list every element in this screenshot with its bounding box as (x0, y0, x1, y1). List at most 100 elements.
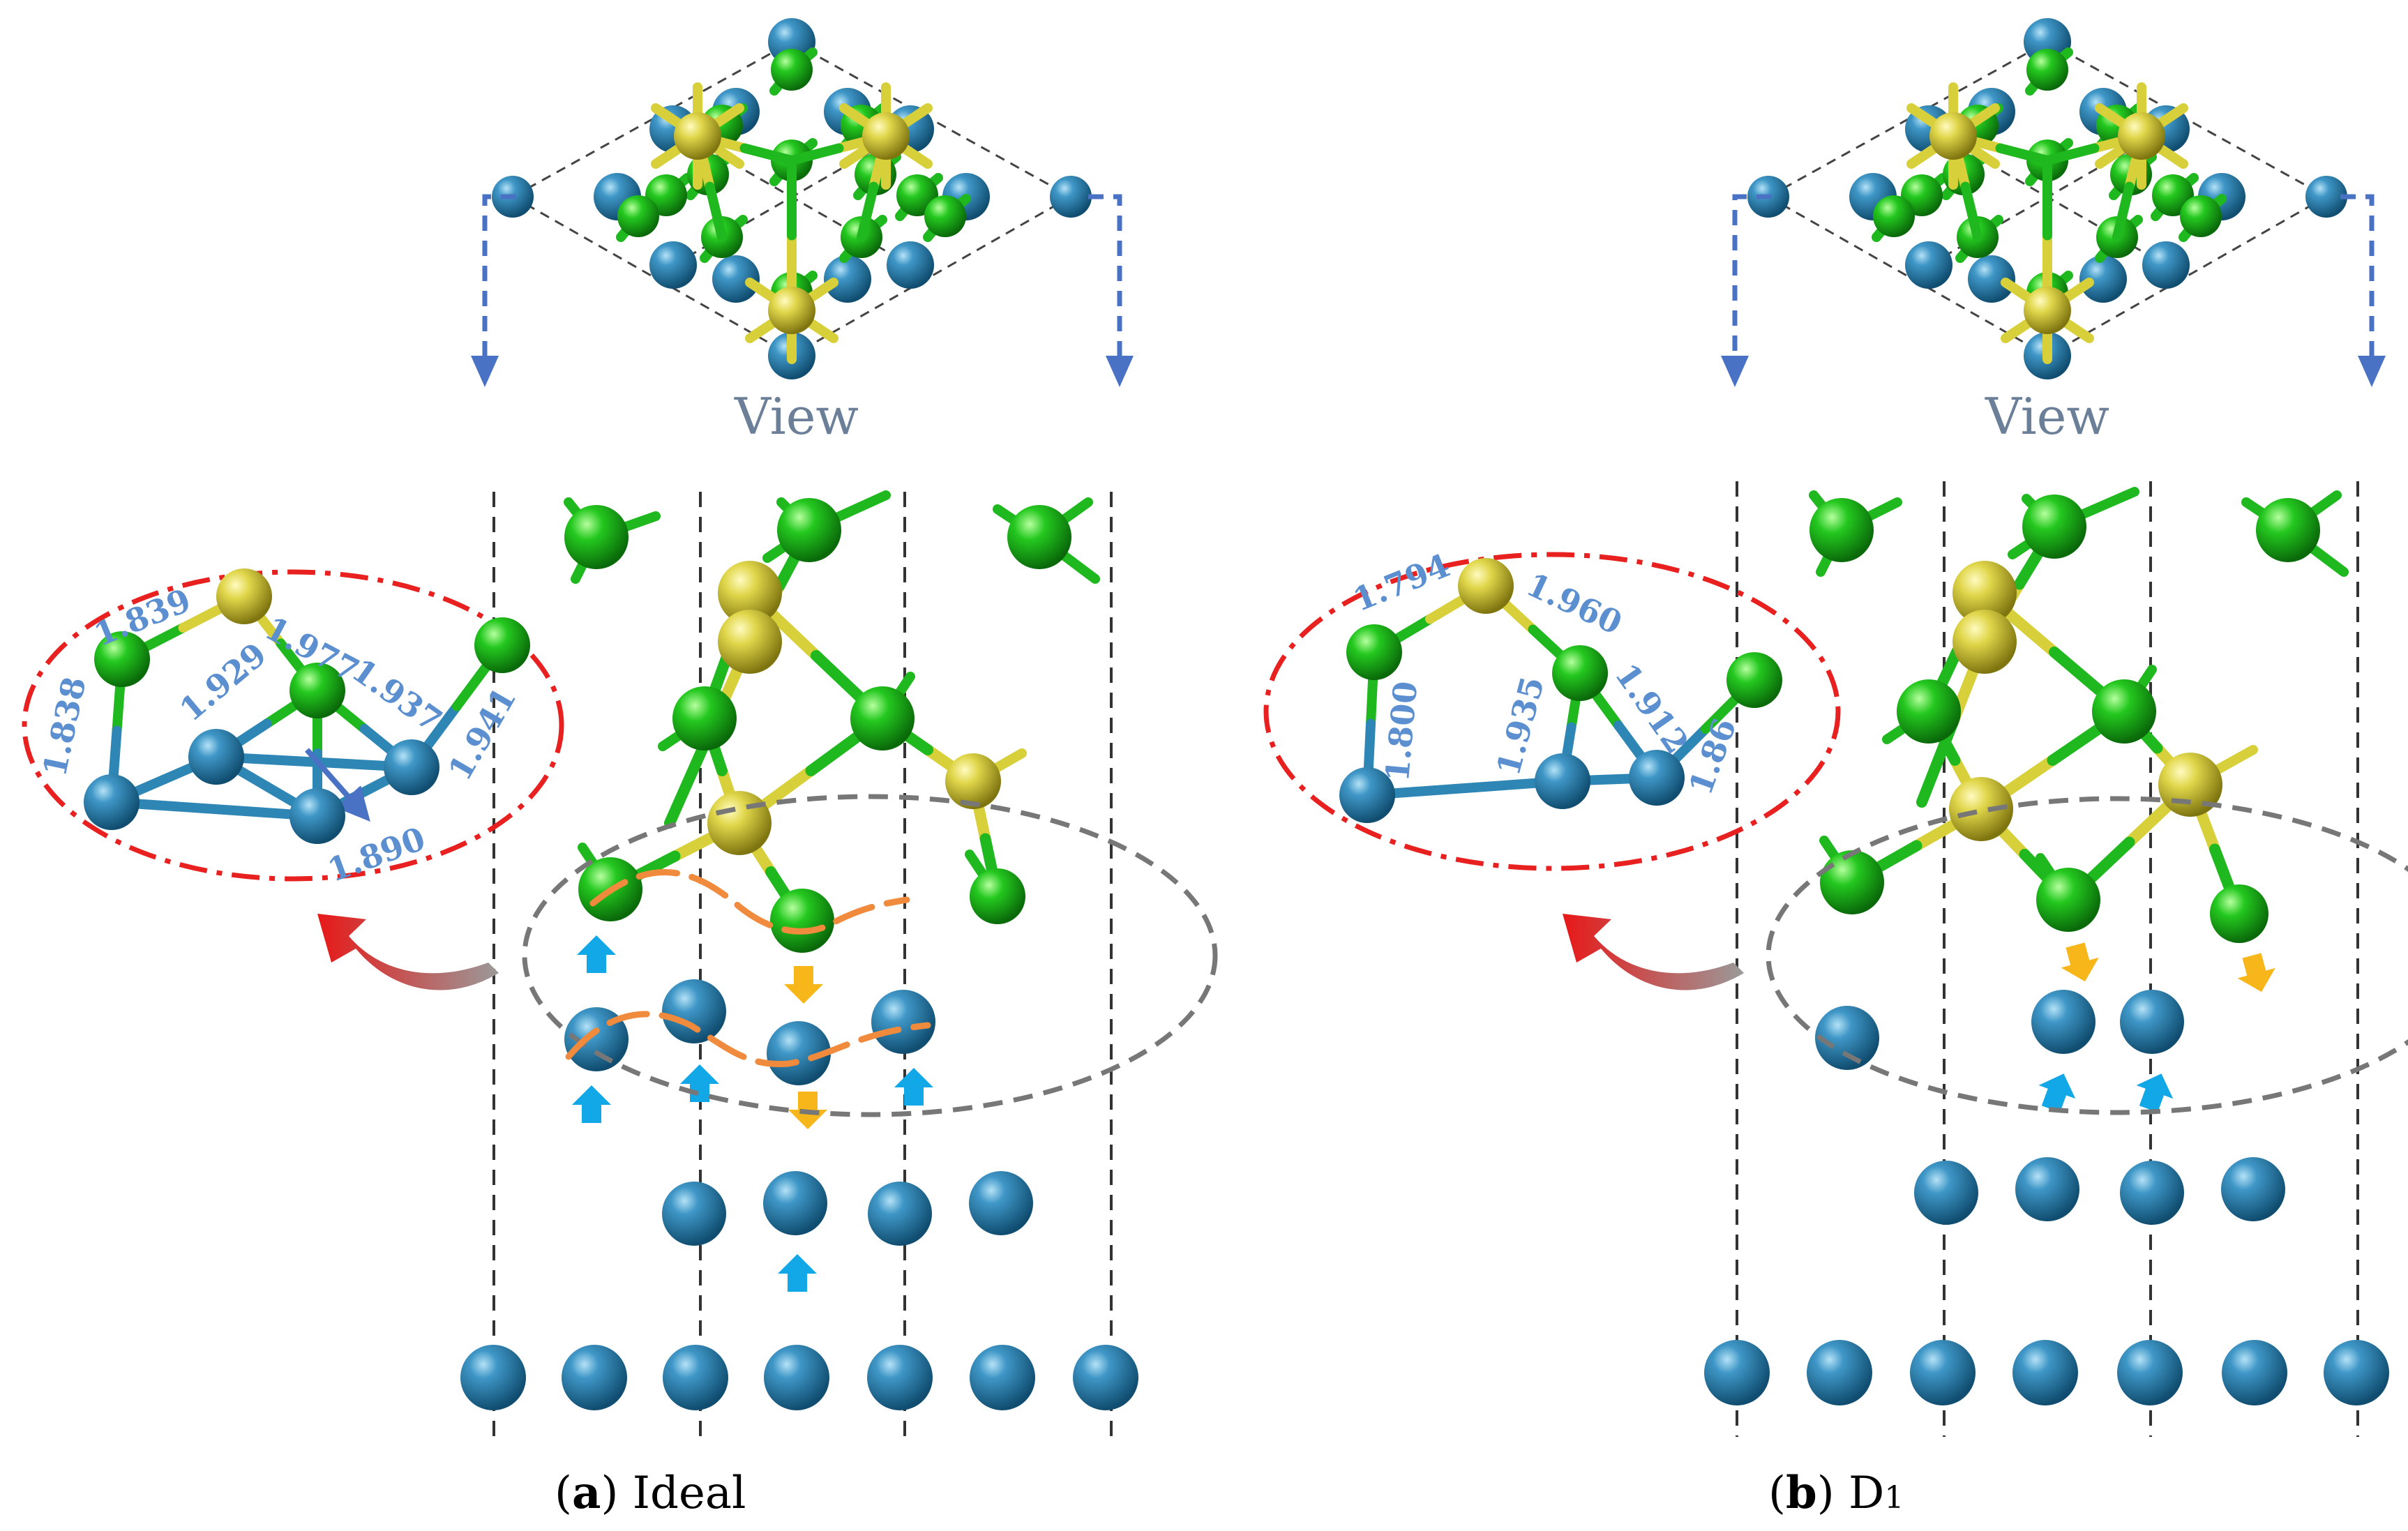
bond (2308, 490, 2342, 518)
yellow-atom (674, 112, 721, 160)
view-arrows (1721, 194, 2386, 387)
view-label: View (1985, 387, 2109, 446)
bond (787, 143, 844, 165)
bond (2042, 143, 2100, 165)
blue-atom (2305, 176, 2347, 218)
blue-atom (970, 1345, 1035, 1410)
blue-atom (1339, 767, 1395, 823)
interface-region-ellipse (1766, 796, 2408, 1115)
bond (739, 143, 797, 165)
blue-atom (1535, 753, 1590, 809)
bond-length-label: 1.86 (1681, 714, 1743, 800)
move-down-arrow (2056, 940, 2105, 987)
bond-length-label: 1.912 (1608, 656, 1696, 760)
move-down-arrow-shape (2056, 940, 2105, 987)
callout-arrow (317, 914, 499, 990)
caption-a-letter: a (572, 1467, 601, 1519)
blue-atom (764, 1345, 829, 1410)
blue-atom (1905, 241, 1952, 289)
yellow-atom (216, 568, 272, 624)
blue-atom (887, 241, 934, 289)
blue-atom (2012, 1340, 2078, 1405)
green-atom (2022, 495, 2086, 559)
yellow-atom (718, 610, 782, 674)
callout-arrow (1563, 914, 1744, 990)
caption-a: (a) Ideal (555, 1467, 746, 1519)
layer-guides (492, 492, 1113, 1437)
green-atom (1346, 624, 1402, 680)
move-up-arrow-shape (894, 1068, 933, 1106)
green-atom (1897, 679, 1961, 744)
blue-atom (1910, 1340, 1976, 1405)
green-atom (770, 889, 834, 953)
green-atom (2092, 679, 2156, 744)
blue-atom (969, 1171, 1033, 1235)
blue-atom (1914, 1161, 1978, 1225)
blue-atom (2015, 1157, 2079, 1221)
yellow-atom (768, 287, 815, 334)
top-view-structure (1747, 18, 2347, 379)
blue-atom (871, 990, 935, 1054)
bond-pointer-arrow (305, 748, 370, 822)
green-atom (1809, 498, 1874, 562)
green-atom (970, 868, 1025, 924)
green-atom (1552, 645, 1608, 701)
top-view-structure (492, 18, 1092, 379)
yellow-atom (2024, 287, 2071, 334)
bond (857, 181, 879, 242)
blue-atom (767, 1021, 831, 1085)
bond (2112, 181, 2135, 242)
green-atom (617, 195, 659, 237)
green-atom (777, 498, 841, 562)
blue-atom (1704, 1340, 1770, 1405)
green-atom (2256, 498, 2320, 562)
green-atom (564, 505, 629, 569)
green-atom (2036, 868, 2100, 932)
green-atom (850, 686, 915, 751)
bond-length-label: 1.800 (1378, 680, 1424, 783)
bond (1960, 181, 1982, 242)
blue-atom (712, 255, 760, 303)
yellow-atom (718, 561, 782, 625)
blue-atom (868, 1182, 932, 1246)
move-down-arrow-shape (2232, 950, 2281, 997)
green-atom (474, 617, 530, 673)
move-up-arrow-shape (577, 935, 616, 973)
yellow-atom (2118, 112, 2165, 160)
zoom-callout-ellipse (22, 569, 564, 882)
side-view-structure (1704, 487, 2389, 1405)
bond (1865, 497, 1902, 521)
blue-atom (824, 255, 871, 303)
move-down-arrow (784, 966, 823, 1004)
move-up-arrow (572, 1085, 611, 1123)
blue-atom (1629, 750, 1685, 806)
bond (621, 511, 661, 531)
blue-atom (2221, 1157, 2285, 1221)
yellow-atom (2158, 753, 2222, 817)
yellow-atom (945, 753, 1001, 809)
bond (705, 181, 727, 242)
yellow-atom (1949, 777, 2013, 841)
blue-atom (1968, 255, 2015, 303)
blue-atom (649, 241, 697, 289)
green-atom (1007, 505, 1071, 569)
blue-atom (2222, 1340, 2287, 1405)
green-atom (2180, 195, 2222, 237)
yellow-atom (862, 112, 910, 160)
view-arrows (471, 194, 1134, 387)
bond-length-label: 1.794 (1348, 546, 1455, 619)
blue-atom (867, 1345, 933, 1410)
green-atom (1726, 652, 1782, 708)
move-up-arrow-shape (572, 1085, 611, 1123)
caption-b-letter: b (1786, 1467, 1817, 1519)
blue-atom (84, 774, 140, 830)
blue-atom (384, 739, 439, 795)
bond-length-label: 1.929 (172, 635, 273, 729)
yellow-atom (1952, 610, 2017, 674)
move-up-arrow (894, 1068, 933, 1106)
